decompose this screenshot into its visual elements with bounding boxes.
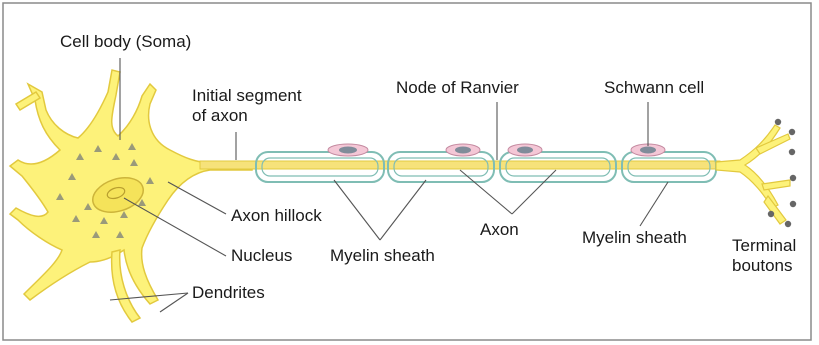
leader-axon-1 [460,170,512,214]
leader-myelin-right [640,182,668,226]
leader-myelin-left-2 [380,180,426,240]
label-axon: Axon [480,220,519,240]
label-dendrites: Dendrites [192,283,265,303]
label-myelin-sheath-right: Myelin sheath [582,228,687,248]
axon-core [200,161,720,169]
leader-axon-2 [512,170,556,214]
label-myelin-sheath-left: Myelin sheath [330,246,435,266]
leader-dendrites-2 [160,293,188,312]
axon-terminal [716,125,790,224]
label-terminal-boutons: Terminal boutons [732,236,796,276]
label-cell-body: Cell body (Soma) [60,32,191,52]
leader-axon-hillock [168,182,226,214]
label-nucleus: Nucleus [231,246,292,266]
label-schwann-cell: Schwann cell [604,78,704,98]
label-axon-hillock: Axon hillock [231,206,322,226]
label-initial-segment: Initial segment of axon [192,86,302,126]
label-node-of-ranvier: Node of Ranvier [396,78,519,98]
leader-myelin-left-1 [334,180,380,240]
